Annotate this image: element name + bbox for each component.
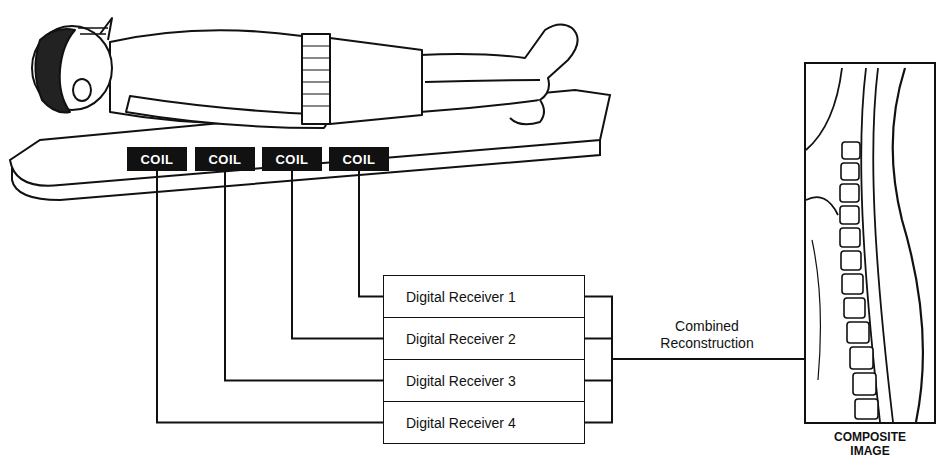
coil-box: COIL [262, 147, 322, 171]
vertebra [842, 142, 860, 159]
signal-wire [157, 171, 383, 423]
receiver-box: Digital Receiver 2 [383, 317, 585, 360]
foot [510, 100, 544, 124]
belt-hatch [302, 46, 330, 106]
receiver-box: Digital Receiver 3 [383, 359, 585, 402]
receiver-box: Digital Receiver 4 [383, 401, 585, 444]
vertebra [853, 373, 876, 395]
nose [100, 18, 112, 40]
signal-wire [292, 171, 383, 339]
hair [35, 29, 75, 112]
receiver-label: Digital Receiver 2 [406, 331, 516, 347]
vertebra [841, 163, 859, 180]
cord-edge [873, 68, 893, 422]
vertebra [840, 184, 859, 202]
coil-label: COIL [275, 152, 308, 167]
vertebra [840, 228, 860, 247]
back-outline [893, 68, 923, 422]
ear [73, 79, 91, 101]
receiver-box: Digital Receiver 1 [383, 275, 585, 318]
signal-wire [585, 359, 804, 423]
leg-line [425, 80, 540, 82]
vertebra [850, 347, 873, 369]
vertebra [847, 322, 869, 343]
skull-outline [806, 68, 842, 150]
shorts [330, 38, 422, 124]
coil-box: COIL [329, 147, 389, 171]
receiver-label: Digital Receiver 1 [406, 289, 516, 305]
signal-wire [585, 359, 804, 381]
vertebra [842, 274, 863, 294]
vertebra [855, 399, 878, 419]
jaw-outline [806, 197, 838, 215]
brow [78, 28, 108, 34]
coil-label: COIL [342, 152, 375, 167]
coil-label: COIL [140, 152, 173, 167]
signal-wire [585, 297, 804, 360]
receiver-label: Digital Receiver 4 [406, 415, 516, 431]
signal-wire [359, 171, 383, 297]
legs [420, 24, 578, 112]
vertebra [841, 251, 861, 270]
coil-box: COIL [127, 147, 187, 171]
signal-wire [225, 171, 383, 381]
coil-box: COIL [195, 147, 255, 171]
airway [812, 240, 820, 380]
image-title: COMPOSITE IMAGE [815, 430, 925, 458]
coil-label: COIL [208, 152, 241, 167]
image-panel: COMPOSITE IMAGE [800, 62, 940, 458]
receiver-label: Digital Receiver 3 [406, 373, 516, 389]
process-label: Combined Reconstruction [647, 318, 767, 352]
vertebrae [840, 142, 878, 419]
vertebra [840, 206, 859, 224]
patient-figure [32, 18, 578, 128]
belt [302, 34, 330, 124]
arm [126, 96, 326, 128]
vertebra [844, 298, 865, 318]
image-frame [804, 62, 936, 424]
spine-image [806, 68, 923, 422]
